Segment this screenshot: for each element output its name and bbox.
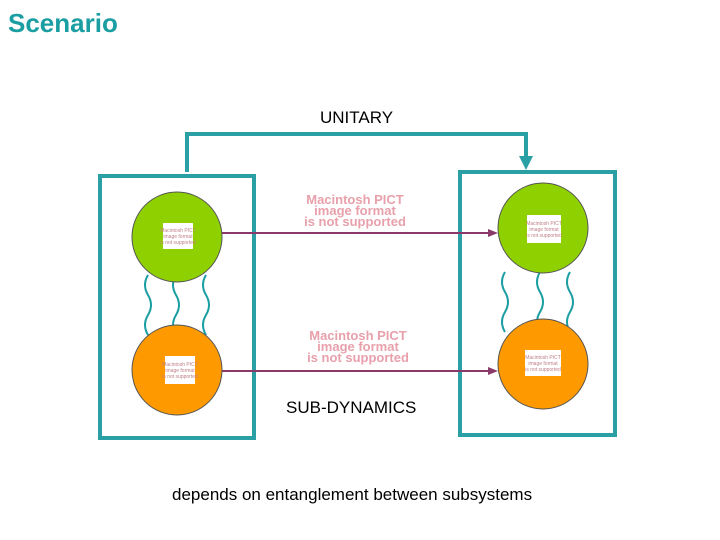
svg-text:Macintosh PICT: Macintosh PICT	[162, 362, 198, 368]
bottom-pict-placeholder: Macintosh PICT image format is not suppo…	[307, 328, 409, 365]
caption-text: depends on entanglement between subsyste…	[172, 485, 533, 504]
svg-text:image format: image format	[528, 361, 558, 367]
svg-text:Macintosh PICT: Macintosh PICT	[526, 221, 562, 227]
unitary-arrowhead	[519, 156, 533, 170]
svg-text:image format: image format	[163, 234, 193, 240]
slide-title: Scenario	[8, 8, 118, 38]
svg-text:is not supported: is not supported	[526, 233, 562, 239]
svg-text:is not supported: is not supported	[307, 350, 409, 365]
unitary-arrow	[185, 132, 528, 172]
right-top-node-image: Macintosh PICT image format is not suppo…	[526, 215, 562, 243]
bottom-interaction-arrowhead	[488, 367, 498, 375]
right-bottom-node-image: Macintosh PICT image format is not suppo…	[525, 350, 561, 376]
right-subsystem-box	[458, 170, 617, 437]
top-pict-placeholder: Macintosh PICT image format is not suppo…	[304, 192, 406, 229]
svg-text:image format: image format	[529, 227, 559, 233]
svg-text:is not supported: is not supported	[525, 367, 561, 373]
svg-text:is not supported: is not supported	[160, 240, 196, 246]
left-subsystem-box	[98, 174, 256, 440]
svg-text:is not supported: is not supported	[304, 214, 406, 229]
svg-text:Macintosh PICT: Macintosh PICT	[309, 328, 407, 343]
left-bottom-node-image: Macintosh PICT image format is not suppo…	[162, 356, 198, 384]
svg-text:image format: image format	[165, 368, 195, 374]
svg-text:Macintosh PICT: Macintosh PICT	[525, 355, 561, 361]
svg-text:image format: image format	[317, 339, 399, 354]
svg-text:Macintosh PICT: Macintosh PICT	[306, 192, 404, 207]
sub-dynamics-label: SUB-DYNAMICS	[286, 398, 417, 417]
svg-text:Macintosh PICT: Macintosh PICT	[160, 228, 196, 234]
svg-text:is not supported: is not supported	[162, 374, 198, 380]
unitary-label: UNITARY	[320, 108, 394, 127]
svg-text:image format: image format	[314, 203, 396, 218]
left-top-node-image: Macintosh PICT image format is not suppo…	[160, 223, 196, 249]
top-interaction-arrowhead	[488, 229, 498, 237]
